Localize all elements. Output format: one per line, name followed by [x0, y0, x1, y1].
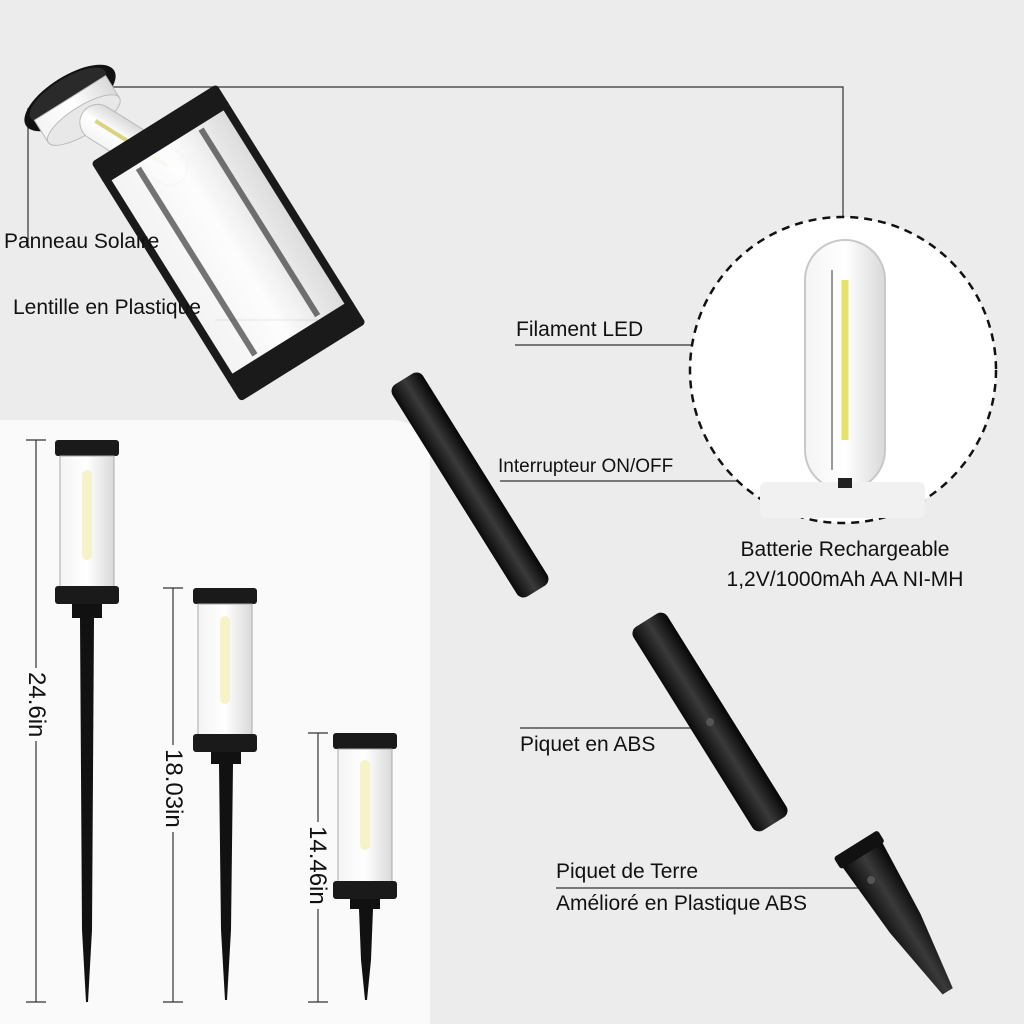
- lower-stake-tube: [632, 612, 788, 832]
- size-label-small: 14.46in: [303, 822, 331, 909]
- lamp-small: [333, 733, 397, 1000]
- lamp-medium: [193, 588, 257, 1000]
- size-label-large: 24.6in: [22, 668, 50, 742]
- label-battery-line2: 1,2V/1000mAh AA NI-MH: [726, 568, 964, 591]
- label-led-filament: Filament LED: [516, 318, 644, 341]
- upper-stake-tube: [391, 372, 549, 598]
- label-plastic-lens: Lentille en Plastique: [13, 296, 201, 319]
- lamp-large: [55, 440, 119, 1002]
- label-battery-line1: Batterie Rechargeable: [740, 538, 950, 561]
- label-on-off-switch: Interrupteur ON/OFF: [498, 456, 674, 477]
- label-solar-panel: Panneau Solaire: [4, 230, 160, 253]
- label-ground-stake-line1: Piquet de Terre: [556, 860, 699, 883]
- label-abs-stake: Piquet en ABS: [520, 733, 656, 756]
- size-label-medium: 18.03in: [159, 745, 187, 832]
- lantern-body: [92, 85, 365, 401]
- label-ground-stake-line2: Amélioré en Plastique ABS: [556, 892, 807, 915]
- leader-line-filament-detail: [100, 86, 844, 222]
- ground-spike: [834, 831, 953, 995]
- filament-detail: [688, 215, 998, 525]
